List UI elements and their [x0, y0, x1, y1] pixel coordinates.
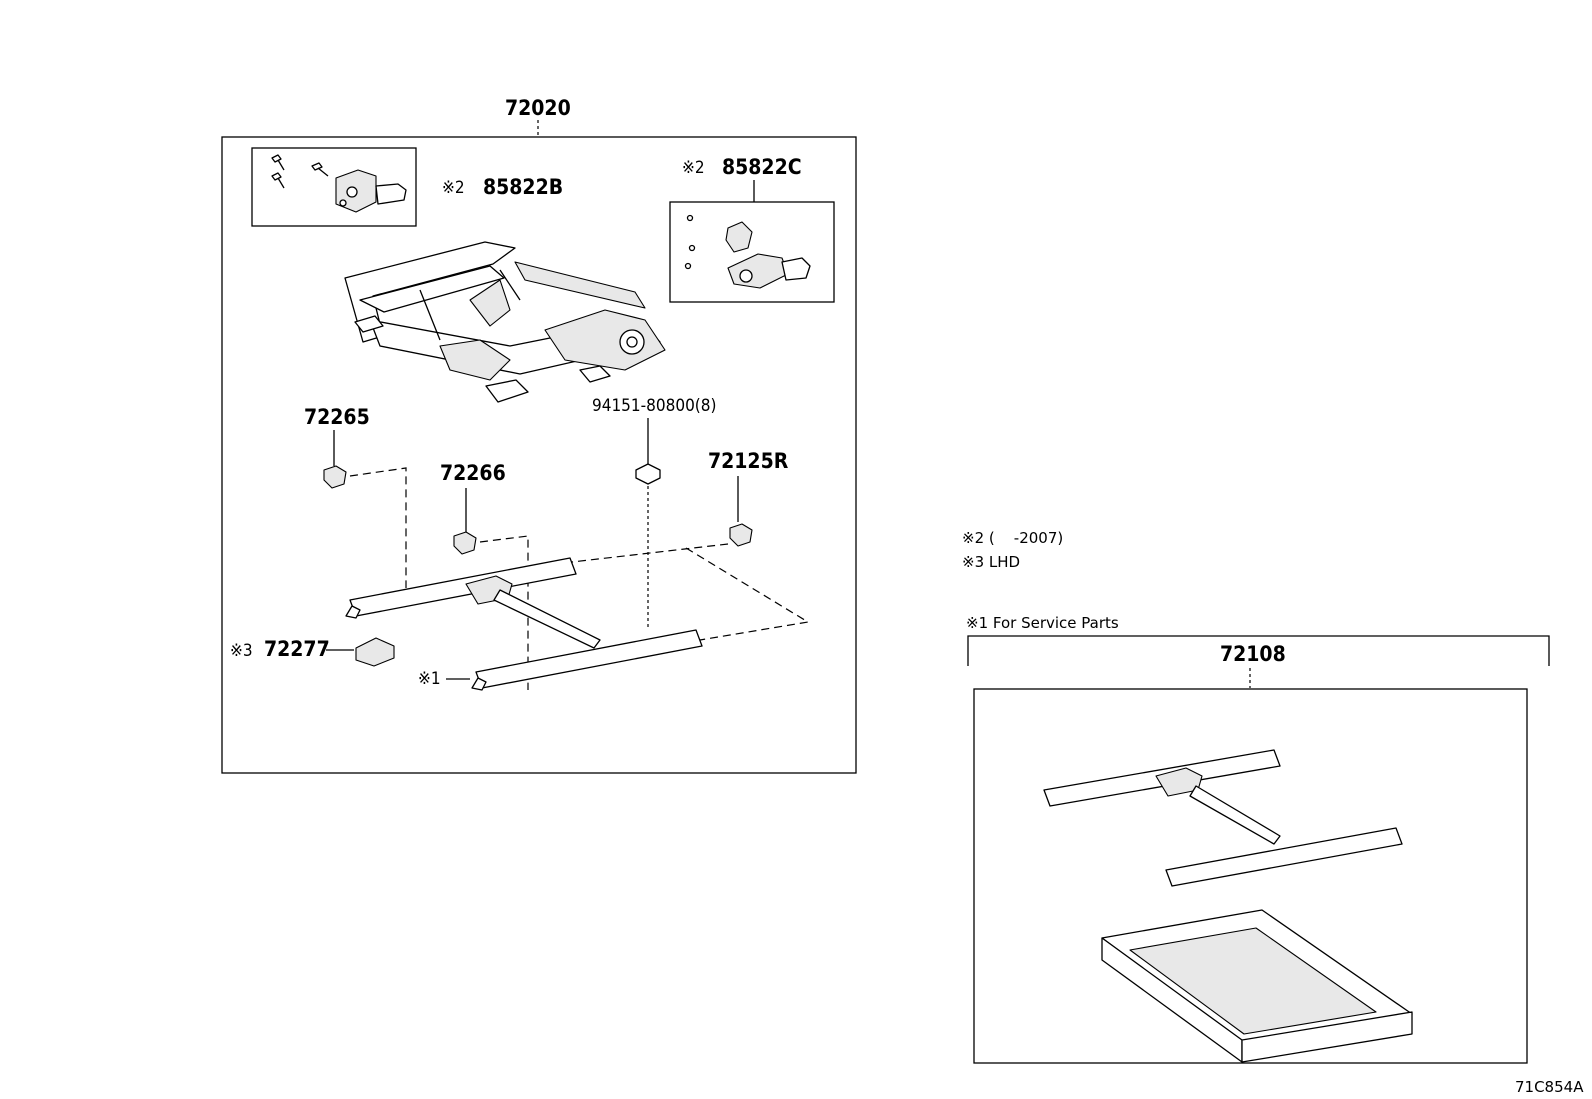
motor-c-drawing	[684, 214, 811, 289]
service-box-72108	[973, 688, 1528, 1064]
cover-72265-drawing	[323, 465, 347, 489]
cover-72277-drawing	[355, 637, 395, 667]
seat-adjuster-drawing	[345, 557, 703, 691]
figure-code: 71C854A	[1515, 1078, 1584, 1096]
label-85822c: 85822C	[722, 155, 802, 179]
label-72125r: 72125R	[708, 449, 789, 473]
mark-adjuster: ※1	[418, 669, 441, 689]
service-adjuster-drawing	[1043, 749, 1403, 887]
label-72265: 72265	[304, 405, 370, 429]
seat-frame-drawing	[344, 241, 666, 403]
cover-72266-drawing	[453, 531, 477, 555]
mark-85822b: ※2	[442, 178, 465, 198]
inset-85822b	[251, 147, 417, 227]
motor-b-drawing	[271, 154, 407, 213]
service-bracket	[967, 635, 1550, 666]
label-85822b: 85822B	[483, 175, 563, 199]
label-72108: 72108	[1220, 642, 1286, 666]
label-72266: 72266	[440, 461, 506, 485]
nut-drawing	[635, 463, 661, 485]
note-1: ※1 For Service Parts	[966, 614, 1119, 632]
note-3: ※3 LHD	[962, 553, 1020, 571]
assembly-box-72020	[221, 136, 857, 774]
label-94151: 94151-80800(8)	[592, 396, 716, 416]
mark-72277: ※3	[230, 641, 253, 661]
note-2: ※2 ( -2007)	[962, 529, 1063, 547]
label-72277: 72277	[264, 637, 330, 661]
label-72020: 72020	[505, 96, 571, 120]
cover-72125r-drawing	[729, 523, 753, 547]
inset-85822c	[669, 201, 835, 303]
mark-85822c: ※2	[682, 158, 705, 178]
packing-tray-drawing	[1101, 909, 1413, 1063]
